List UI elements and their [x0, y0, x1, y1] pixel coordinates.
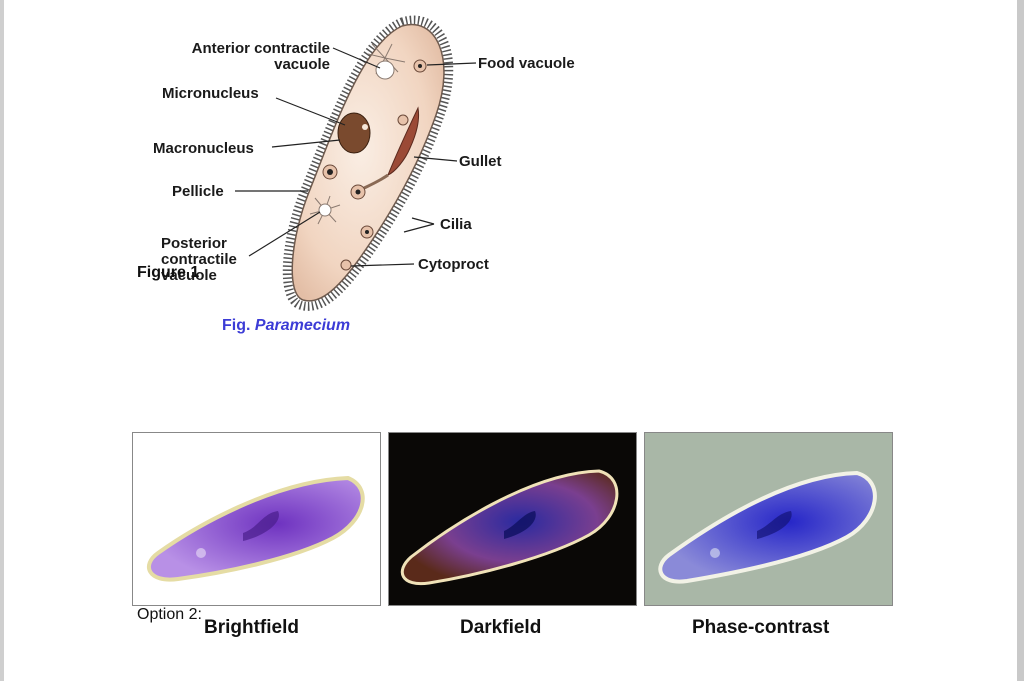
macronucleus-shape [337, 112, 371, 154]
caption-darkfield: Darkfield [460, 617, 542, 638]
gullet-shape [387, 106, 419, 176]
option-label: Option 2: [137, 606, 202, 623]
right-edge [1017, 0, 1024, 681]
caption-phase-contrast: Phase-contrast [692, 617, 830, 638]
label-pellicle: Pellicle [172, 183, 224, 200]
caption-brightfield: Brightfield [204, 617, 299, 638]
label-gullet: Gullet [459, 153, 502, 170]
figure-label: Figure 1 [137, 264, 200, 281]
figure-caption: Fig. Paramecium [222, 317, 350, 335]
label-posterior-contractile-vacuole: Posterior contractile vacuole [161, 235, 237, 284]
micronucleus-shape [362, 124, 368, 130]
phase-contrast-micrograph [644, 432, 893, 606]
label-cytoproct: Cytoproct [418, 256, 489, 273]
paramecium-diagram [235, 15, 477, 311]
cilia-fringe [282, 15, 454, 311]
label-micronucleus: Micronucleus [162, 85, 259, 102]
darkfield-micrograph [388, 432, 637, 606]
label-anterior-contractile-vacuole: Anterior contractile vacuole [191, 40, 330, 73]
cell-body [291, 23, 445, 302]
brightfield-micrograph [132, 432, 381, 606]
label-cilia: Cilia [440, 216, 472, 233]
caption-prefix: Fig. [222, 317, 251, 334]
left-edge [0, 0, 4, 681]
label-food-vacuole: Food vacuole [478, 55, 575, 72]
caption-organism-name: Paramecium [254, 317, 351, 334]
label-macronucleus: Macronucleus [153, 140, 254, 157]
